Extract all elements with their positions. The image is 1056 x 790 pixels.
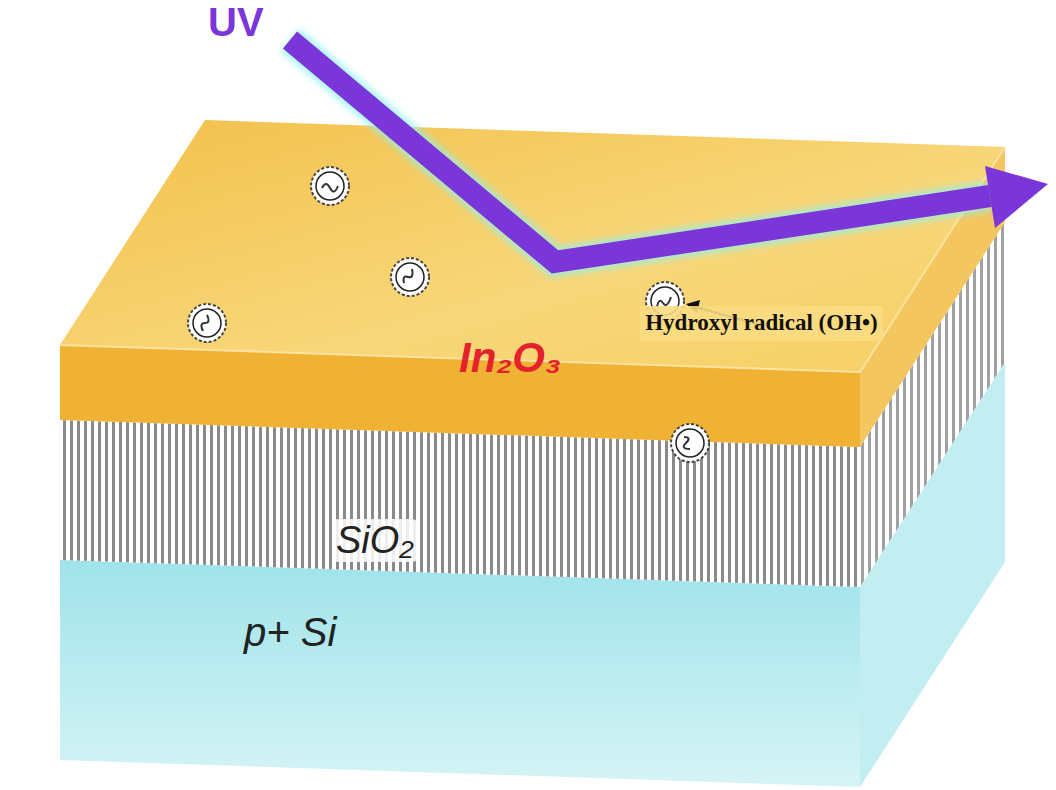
uv-label: UV (208, 0, 264, 45)
in2o3-layer: In₂O₃ (447, 330, 573, 386)
layer-label: In₂O₃ (455, 334, 565, 382)
sio2-layer: SiO₂ (324, 515, 426, 566)
layer-label: SiO₂ (332, 519, 418, 562)
layer-label: p+ Si (240, 610, 340, 655)
radical-label: Hydroxyl radical (OH•) (640, 306, 883, 341)
p-si-layer: p+ Si (232, 606, 348, 659)
